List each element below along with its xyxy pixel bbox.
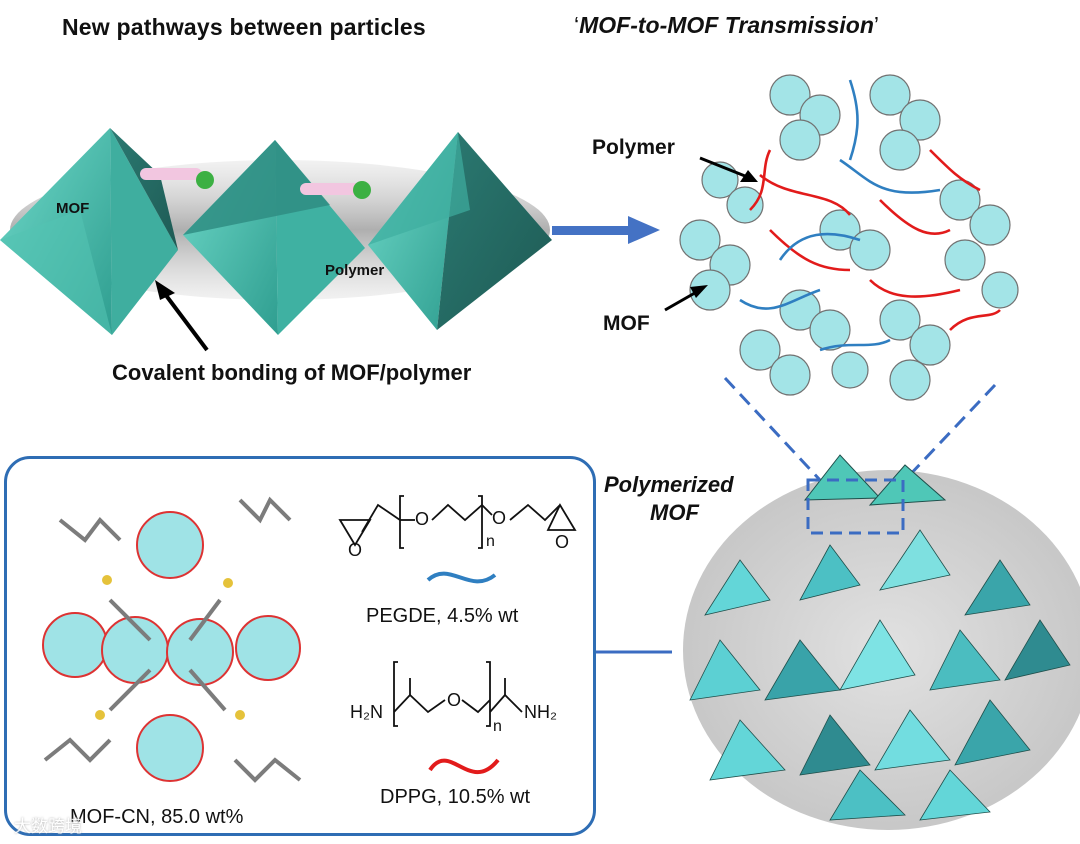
- zoom-box: [806, 478, 905, 535]
- dppg-o: O: [447, 690, 462, 710]
- right-title-text: MOF-to-MOF Transmission: [579, 12, 874, 38]
- mof-cn-cages: [42, 511, 301, 782]
- dppg-wave: [428, 758, 500, 775]
- octahedron-1: [0, 128, 178, 335]
- sphere-octahedra: [689, 529, 1071, 821]
- pegde-o1: O: [415, 509, 430, 529]
- dppg-caption: DPPG, 10.5% wt: [380, 786, 531, 808]
- mof-cn-caption: MOF-CN, 85.0 wt%: [70, 806, 244, 828]
- pegde-o-epox2: O: [555, 532, 570, 552]
- dppg-n: n: [493, 718, 502, 735]
- covalent-caption: Covalent bonding of MOF/polymer: [112, 360, 472, 385]
- zoom-line-left: [723, 376, 822, 482]
- dppg-h2n: H₂N: [350, 702, 383, 722]
- octahedron-3: [368, 132, 552, 330]
- mof-cn-sulfur: [95, 575, 245, 720]
- mof-cn-linkers: [43, 496, 302, 783]
- mof-clusters: [679, 74, 1019, 401]
- left-title: New pathways between particles: [62, 14, 426, 40]
- pegde-caption: PEGDE, 4.5% wt: [366, 605, 519, 627]
- pegde-n: n: [486, 533, 495, 550]
- polymer-chains: [739, 79, 1001, 352]
- polymerized-label-2: MOF: [650, 500, 699, 525]
- watermark: 大数跨境: [14, 817, 82, 836]
- dppg-nh2: NH₂: [524, 702, 557, 722]
- polymer-label-left: Polymer: [325, 262, 385, 279]
- octahedron-2: [183, 140, 365, 335]
- component-inset: [4, 456, 596, 836]
- quote-open: ‘: [574, 12, 580, 38]
- junction-arrow: [160, 288, 209, 352]
- pegde-o-epox1: O: [348, 540, 363, 560]
- right-title: ‘MOF-to-MOF Transmission’: [574, 12, 879, 39]
- linker-rods: [140, 168, 371, 199]
- top-octahedra: [803, 454, 947, 506]
- polymer-arrow: [699, 156, 751, 180]
- mof-label-right: MOF: [603, 312, 650, 335]
- pegde-wave: [426, 571, 497, 584]
- polymerized-label-1: Polymerized: [604, 472, 734, 497]
- transmission-arrow: [552, 216, 660, 244]
- quote-close: ’: [873, 12, 879, 38]
- polymer-label-right: Polymer: [592, 136, 675, 159]
- mof-label-left: MOF: [56, 200, 90, 217]
- pegde-o2: O: [492, 508, 507, 528]
